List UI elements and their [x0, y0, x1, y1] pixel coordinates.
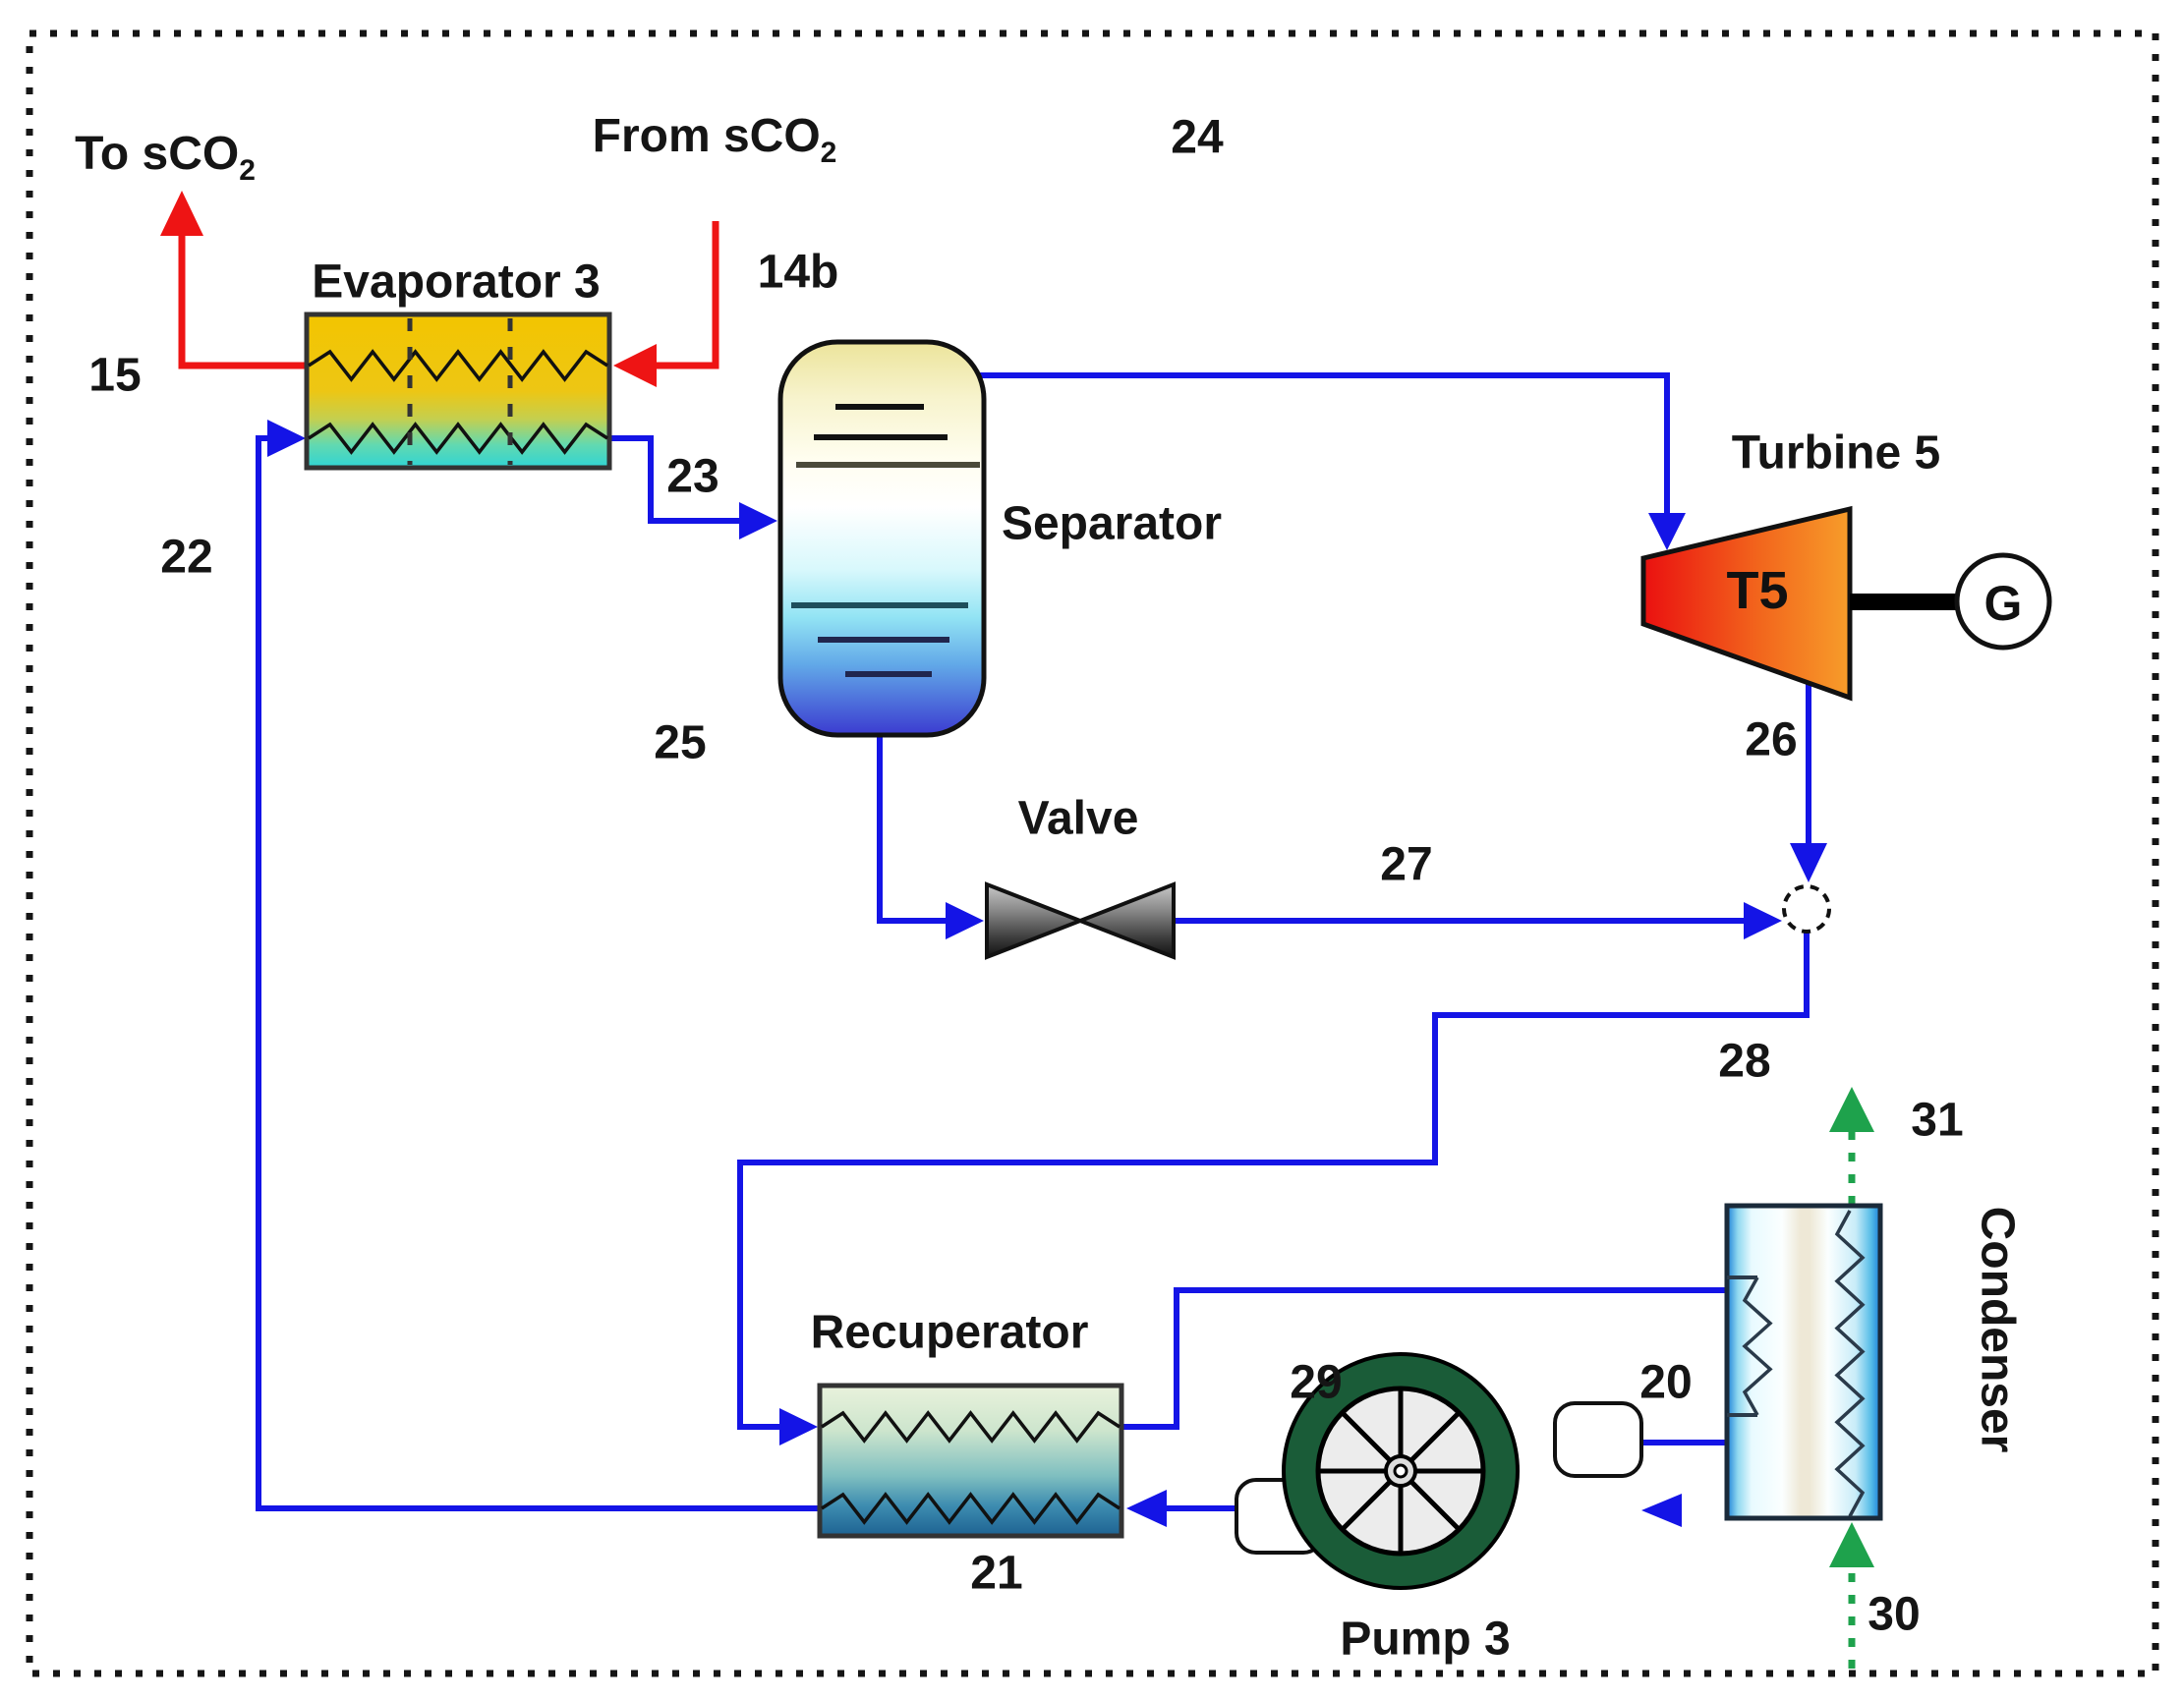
valve-label: Valve	[1017, 792, 1139, 845]
recuperator-to-condenser-line	[1121, 1287, 1726, 1430]
recuperator-label: Recuperator	[810, 1306, 1089, 1359]
pump-label: Pump 3	[1340, 1613, 1511, 1666]
valve-body	[985, 881, 1176, 960]
turbine-tag: T5	[1726, 561, 1788, 620]
stream-25-line	[877, 735, 984, 939]
arrow-down-icon	[1790, 843, 1827, 882]
pump-body	[1235, 1352, 1643, 1590]
arrow-up-icon	[1829, 1522, 1874, 1567]
stream-label-24: 24	[1171, 111, 1224, 164]
arrow-up-icon	[1829, 1087, 1874, 1132]
stream-22-line	[256, 420, 820, 1511]
stream-28-line	[737, 932, 1810, 1445]
stream-26-line	[1790, 683, 1827, 882]
arrow-right-icon	[267, 420, 306, 457]
stream-31-cooling-out-line	[1829, 1087, 1874, 1205]
generator-shaft	[1850, 594, 1956, 610]
condenser-left-coil	[1742, 1276, 1773, 1416]
arrow-right-icon	[946, 902, 984, 939]
stream-14b-line-from-sco2	[613, 221, 719, 387]
recuperator-body	[817, 1383, 1124, 1539]
stream-label-23: 23	[666, 450, 719, 503]
from-sco2-label: From sCO2	[592, 110, 837, 169]
stream-label-27: 27	[1380, 838, 1433, 891]
stream-23-line	[609, 435, 777, 539]
stream-label-30: 30	[1868, 1588, 1921, 1641]
stream-27-line	[1174, 902, 1782, 939]
condenser-right-coil	[1834, 1210, 1866, 1517]
arrow-right-icon	[1744, 902, 1782, 939]
stream-label-28: 28	[1718, 1035, 1771, 1088]
stream-label-21: 21	[970, 1547, 1023, 1600]
dotted-border	[26, 29, 2159, 1677]
evaporator-hot-coil	[308, 349, 608, 382]
stream-label-29: 29	[1290, 1356, 1343, 1409]
turbine-label: Turbine 5	[1731, 426, 1941, 480]
arrow-right-icon	[739, 502, 777, 539]
stream-label-20: 20	[1639, 1356, 1693, 1409]
to-sco2-label: To sCO2	[75, 128, 256, 187]
stream-24-line	[978, 372, 1686, 550]
separator-label: Separator	[1001, 497, 1223, 550]
recuperator-hot-coil	[821, 1410, 1121, 1444]
generator-body: G	[1954, 552, 2052, 651]
recuperator-cold-coil	[821, 1492, 1121, 1525]
stream-label-15: 15	[88, 349, 142, 402]
stream-label-25: 25	[654, 716, 707, 769]
stream-label-31: 31	[1911, 1094, 1964, 1147]
stream-label-22: 22	[160, 531, 213, 584]
flow-direction-arrow-left-icon	[1641, 1494, 1682, 1527]
pump-right-port	[1553, 1401, 1643, 1478]
condenser-label: Condenser	[1971, 1206, 2024, 1453]
arrow-left-icon	[1126, 1490, 1167, 1527]
arrow-down-icon	[1648, 513, 1686, 550]
arrow-left-icon	[613, 344, 657, 387]
evaporator-body	[304, 312, 612, 471]
generator-label: G	[1984, 576, 2023, 631]
arrow-right-icon	[779, 1408, 818, 1445]
stream-30-cooling-in-line	[1829, 1522, 1874, 1669]
evaporator-cold-coil	[308, 422, 608, 455]
stream-label-14b: 14b	[757, 246, 839, 299]
arrow-up-icon	[160, 191, 203, 236]
evaporator-label: Evaporator 3	[312, 255, 601, 309]
separator-vessel	[777, 339, 987, 738]
stream-label-26: 26	[1745, 713, 1798, 766]
mixer-node	[1782, 884, 1831, 934]
stream-15-line-to-sco2	[160, 191, 307, 369]
condenser-body	[1724, 1203, 1883, 1521]
turbine-body: T5	[1640, 505, 1853, 702]
